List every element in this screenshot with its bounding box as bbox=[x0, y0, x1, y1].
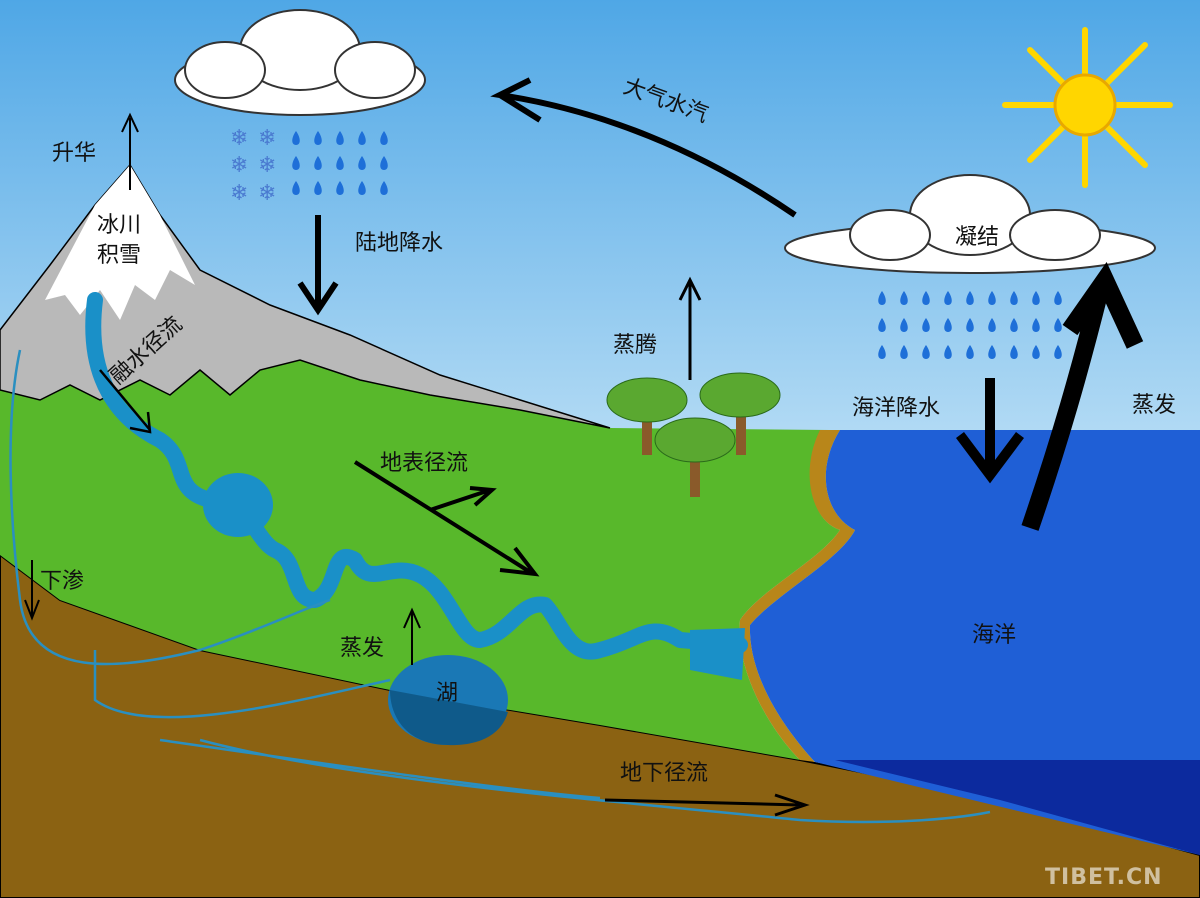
ocean bbox=[749, 430, 1200, 855]
raindrop bbox=[944, 318, 952, 332]
ocean-evaporation-arrow bbox=[1021, 262, 1144, 531]
raindrop bbox=[900, 291, 908, 305]
infiltration-label: 下渗 bbox=[40, 569, 84, 594]
infiltration-arrow bbox=[24, 560, 40, 621]
raindrop bbox=[900, 345, 908, 359]
condensation-label: 凝结 bbox=[955, 225, 999, 250]
snow-cap bbox=[45, 165, 195, 320]
land-precipitation-label: 陆地降水 bbox=[355, 231, 443, 256]
raindrop bbox=[988, 345, 996, 359]
raindrop bbox=[966, 318, 974, 332]
svg-text:❄: ❄ bbox=[258, 181, 276, 206]
surface-runoff-arrow bbox=[353, 460, 540, 577]
raindrop bbox=[358, 156, 366, 170]
ocean-precipitation-label: 海洋降水 bbox=[852, 396, 940, 421]
land-precipitation-arrow bbox=[297, 215, 339, 316]
raindrop bbox=[292, 131, 300, 145]
lake-evaporation-label: 蒸发 bbox=[340, 636, 384, 661]
atmospheric-vapor-arrow bbox=[490, 77, 797, 218]
raindrop bbox=[966, 291, 974, 305]
raindrop bbox=[358, 131, 366, 145]
meltwater-arrow bbox=[99, 369, 152, 434]
watermark: TIBET.CN bbox=[1045, 865, 1163, 890]
raindrop bbox=[966, 345, 974, 359]
sublimation-label: 升华 bbox=[52, 141, 96, 166]
lake-underground bbox=[390, 690, 508, 746]
raindrop bbox=[900, 318, 908, 332]
raindrop bbox=[1032, 291, 1040, 305]
transpiration-label: 蒸腾 bbox=[613, 333, 657, 358]
transpiration-arrow bbox=[678, 276, 702, 380]
raindrop bbox=[314, 131, 322, 145]
meltwater-river bbox=[85, 292, 748, 660]
groundwater-stream bbox=[9, 349, 991, 824]
raindrop bbox=[292, 156, 300, 170]
raindrop bbox=[988, 291, 996, 305]
cloud-ocean bbox=[784, 174, 1156, 274]
beach bbox=[739, 430, 855, 762]
raindrop bbox=[988, 318, 996, 332]
glacier-label-line2: 积雪 bbox=[97, 243, 141, 268]
raindrop bbox=[1054, 345, 1062, 359]
lake-evaporation-arrow bbox=[403, 607, 421, 665]
raindrop bbox=[1054, 291, 1062, 305]
ocean-precipitation-arrow bbox=[956, 378, 1024, 484]
raindrops-land bbox=[292, 131, 388, 195]
raindrop bbox=[292, 181, 300, 195]
sun bbox=[1002, 27, 1173, 188]
raindrop bbox=[944, 291, 952, 305]
sublimation-arrow bbox=[121, 112, 139, 190]
raindrop bbox=[380, 156, 388, 170]
raindrop bbox=[336, 181, 344, 195]
raindrop bbox=[380, 181, 388, 195]
svg-text:❄: ❄ bbox=[258, 153, 276, 178]
pond bbox=[203, 473, 273, 537]
svg-text:❄: ❄ bbox=[258, 126, 276, 151]
surface-runoff-label: 地表径流 bbox=[380, 451, 468, 476]
raindrop bbox=[922, 318, 930, 332]
raindrop bbox=[922, 291, 930, 305]
svg-text:❄: ❄ bbox=[230, 153, 248, 178]
ocean-evaporation-label: 蒸发 bbox=[1132, 393, 1176, 418]
raindrop bbox=[1010, 345, 1018, 359]
raindrop bbox=[1032, 345, 1040, 359]
raindrop bbox=[922, 345, 930, 359]
glacier-label-line1: 冰川 bbox=[97, 213, 141, 238]
estuary bbox=[690, 628, 745, 680]
cloud-land bbox=[174, 9, 426, 116]
raindrop bbox=[1032, 318, 1040, 332]
groundwater-runoff-label: 地下径流 bbox=[620, 761, 708, 786]
raindrop bbox=[380, 131, 388, 145]
raindrop bbox=[314, 181, 322, 195]
raindrop bbox=[336, 131, 344, 145]
svg-text:❄: ❄ bbox=[230, 126, 248, 151]
raindrop bbox=[358, 181, 366, 195]
raindrop bbox=[1054, 318, 1062, 332]
deep-ocean bbox=[835, 760, 1200, 855]
ocean-label: 海洋 bbox=[972, 623, 1016, 648]
svg-text:❄: ❄ bbox=[230, 181, 248, 206]
land bbox=[0, 330, 840, 760]
arrows bbox=[24, 77, 1144, 817]
raindrop bbox=[878, 318, 886, 332]
lake-label: 湖 bbox=[436, 681, 458, 706]
raindrop bbox=[1010, 291, 1018, 305]
raindrop bbox=[336, 156, 344, 170]
raindrop bbox=[878, 345, 886, 359]
raindrop bbox=[944, 345, 952, 359]
raindrop bbox=[314, 156, 322, 170]
groundwater-arrow bbox=[604, 793, 810, 817]
snowflakes: ❄❄ ❄❄ ❄❄ bbox=[230, 126, 276, 206]
raindrops-ocean bbox=[878, 291, 1062, 359]
raindrop bbox=[878, 291, 886, 305]
raindrop bbox=[1010, 318, 1018, 332]
trees bbox=[606, 372, 781, 497]
